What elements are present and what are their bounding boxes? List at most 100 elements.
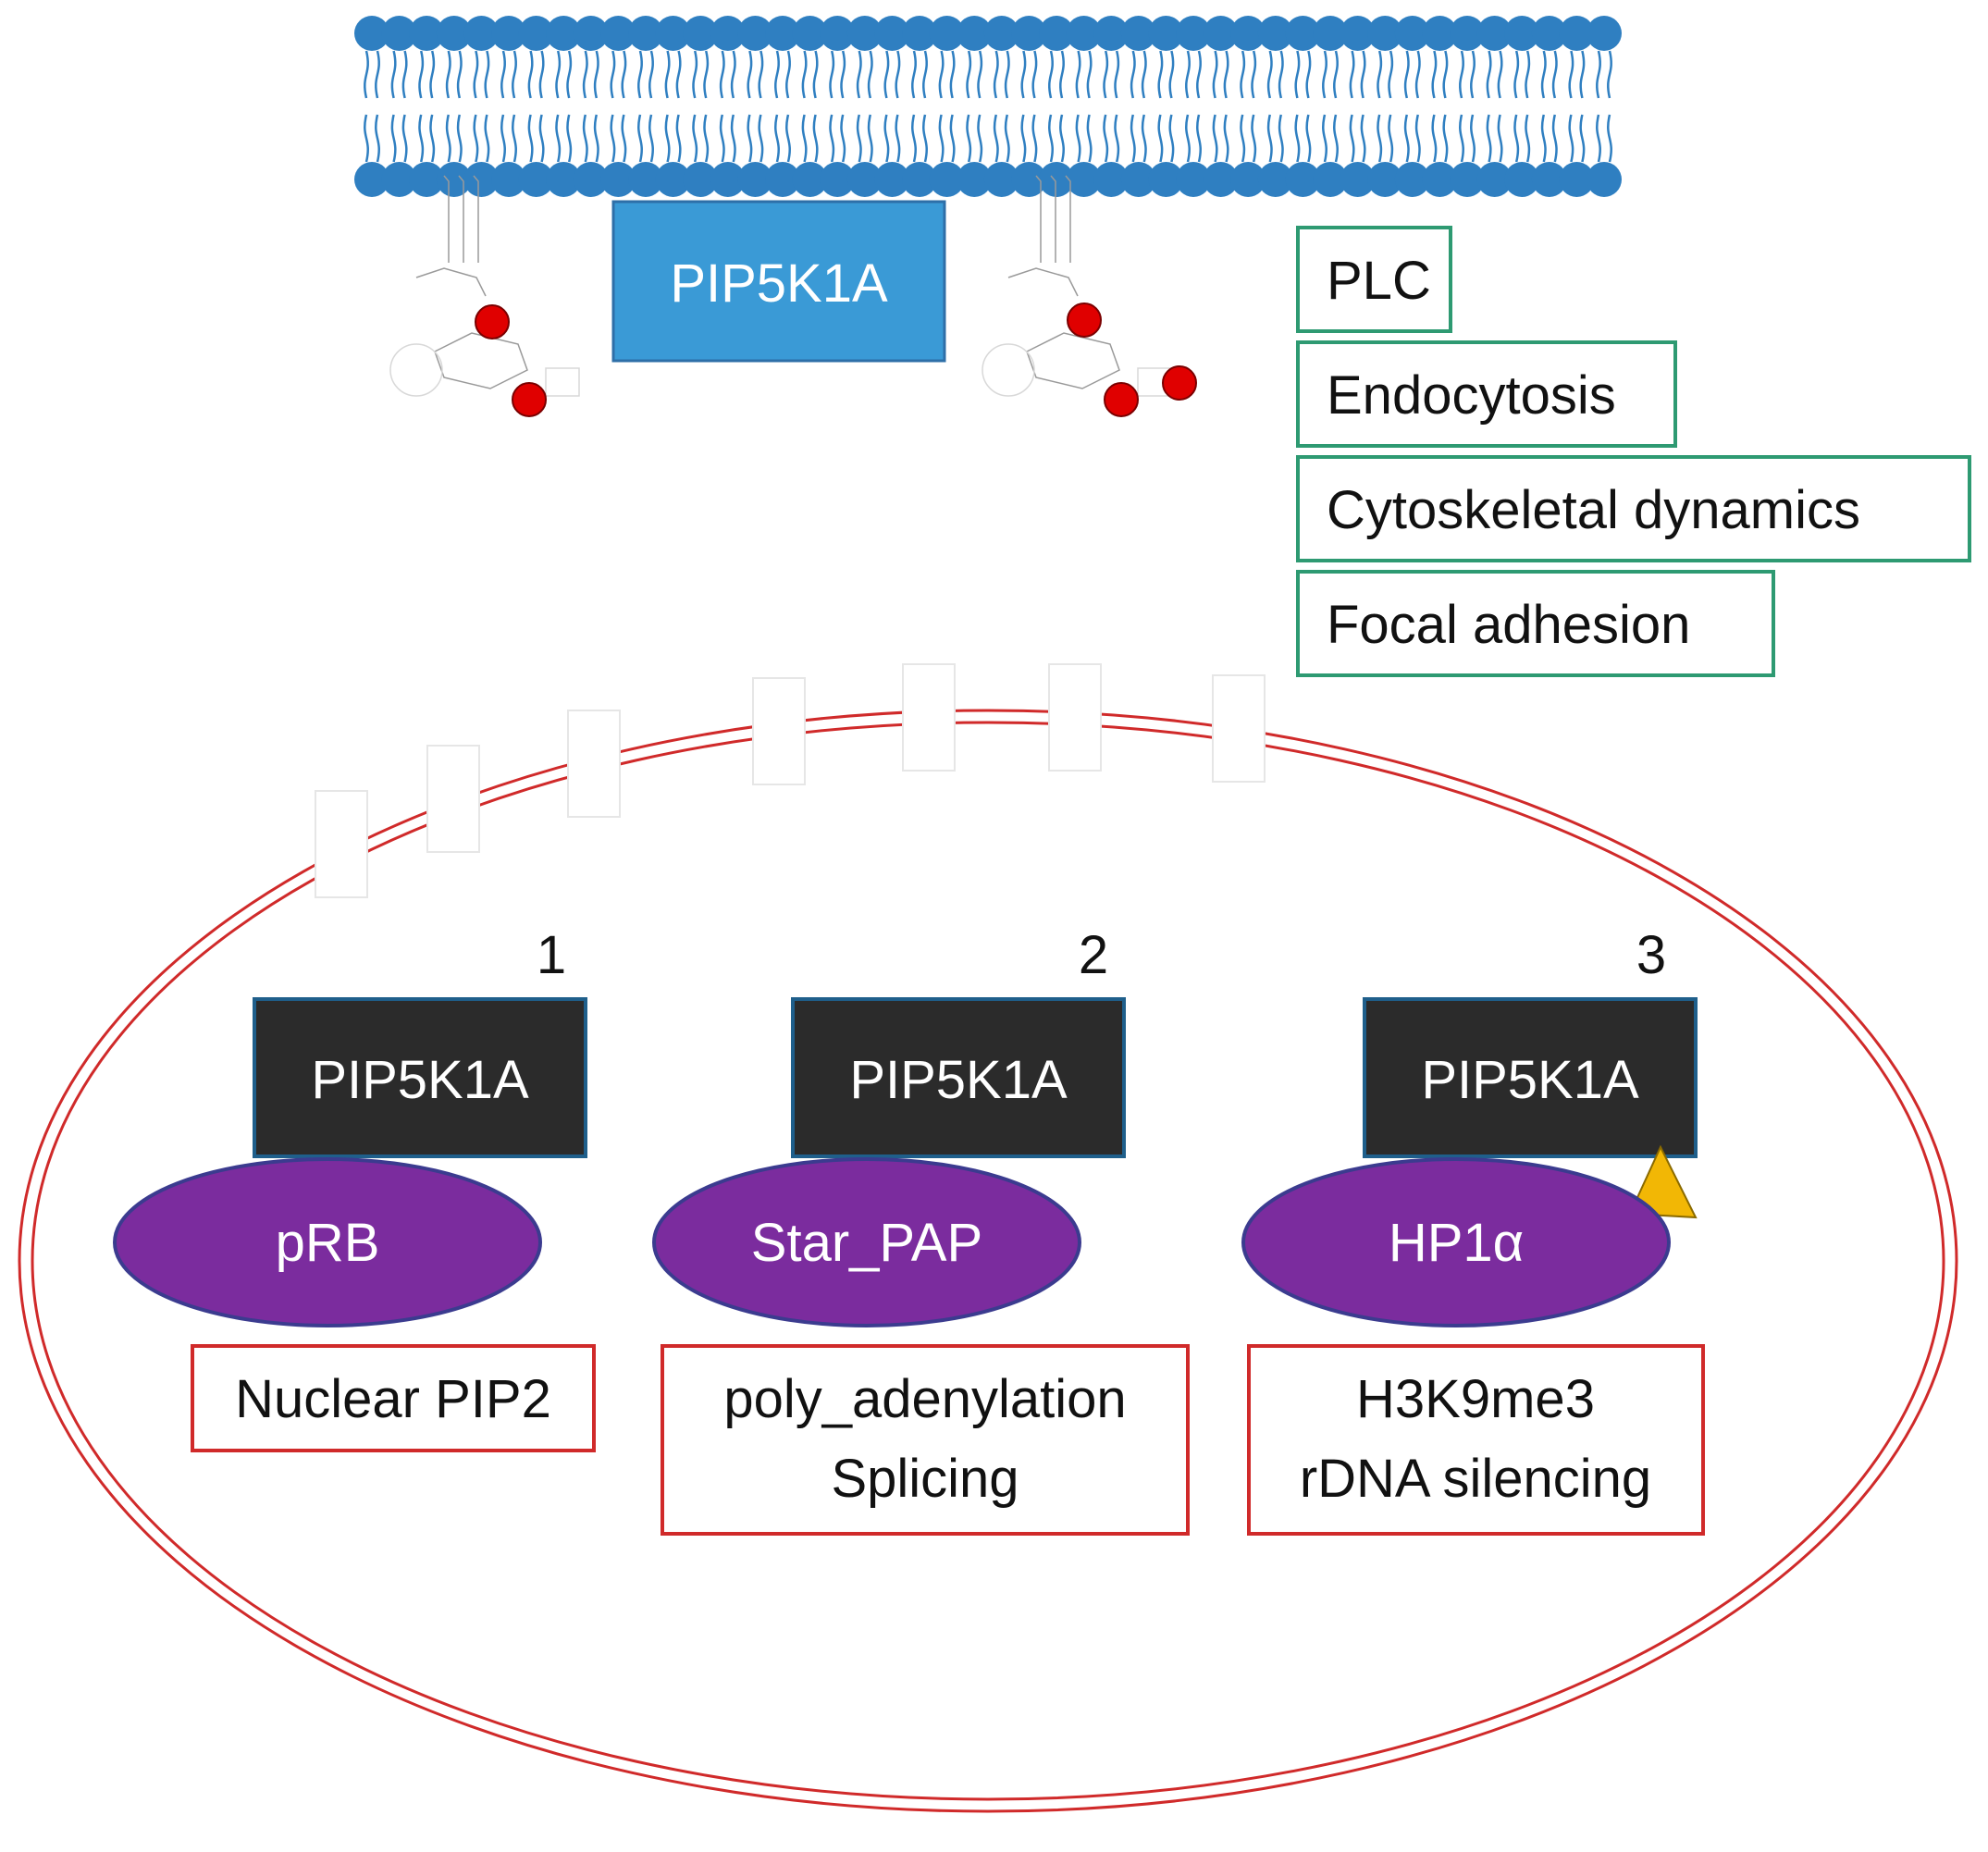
lipid-tail xyxy=(610,114,616,163)
lipid-tail xyxy=(610,50,616,99)
lipid-head xyxy=(628,16,663,51)
lipid-tail xyxy=(1157,50,1164,99)
function-label: Focal adhesion xyxy=(1327,595,1690,655)
membrane-pip5k1a-box xyxy=(611,200,946,363)
lipid-tail xyxy=(1442,114,1449,163)
lipid-tail xyxy=(1240,50,1246,99)
nuclear-pip5k1a-label: PIP5K1A xyxy=(1421,1050,1639,1110)
lipid-tail xyxy=(922,114,928,163)
lipid-tail xyxy=(1360,50,1366,99)
lipid-tail xyxy=(719,114,725,163)
lipid-head xyxy=(710,16,746,51)
lipid-tail xyxy=(582,114,588,163)
lipid-head xyxy=(463,162,500,197)
partner-star-pap-ellipse xyxy=(652,1157,1081,1327)
lipid-head xyxy=(655,162,691,197)
lipid-head xyxy=(1230,162,1266,197)
lipid-tail xyxy=(785,114,791,163)
lipid-head xyxy=(1176,16,1211,51)
complex-number: 2 xyxy=(1079,925,1108,985)
function-label-line-1: poly_adenylation xyxy=(723,1369,1126,1429)
lipid-head xyxy=(874,162,910,197)
lipid-tail xyxy=(840,114,846,163)
lipid-tail xyxy=(938,50,945,99)
lipid-tail xyxy=(801,114,808,163)
lipid-head xyxy=(1120,16,1156,51)
lipid-head xyxy=(1011,16,1047,51)
pip2-molecule xyxy=(982,175,1197,417)
lipid-head xyxy=(491,16,526,51)
lipid-tail xyxy=(1431,50,1438,99)
lipid-head xyxy=(1093,16,1130,51)
lipid-tail xyxy=(1251,114,1257,163)
lipid-tail xyxy=(993,114,999,163)
lipid-tail xyxy=(418,114,425,163)
lipid-tail xyxy=(1579,50,1586,99)
lipid-head xyxy=(1176,162,1211,197)
lipid-tail xyxy=(1223,50,1229,99)
lipid-tail xyxy=(1048,114,1054,163)
lipid-tail xyxy=(375,114,380,163)
lipid-tail xyxy=(675,50,682,99)
lipid-tail xyxy=(1266,114,1273,163)
lipid-head xyxy=(546,162,582,197)
function-box-polyadenylation-splicing xyxy=(661,1344,1190,1536)
lipid-tail xyxy=(977,114,983,163)
nuclear-pip5k1a-box xyxy=(253,997,587,1158)
lipid-head xyxy=(409,162,445,197)
nuclear-complex-3: 3 PIP5K1A HP1α H3K9me3 rDNA silencing xyxy=(1241,925,1705,1536)
lipid-tail xyxy=(1004,114,1010,163)
lipid-head xyxy=(1039,16,1074,51)
lipid-tail xyxy=(1470,50,1476,99)
lipid-tail xyxy=(1459,50,1464,99)
lipid-head xyxy=(463,16,500,51)
lipid-head xyxy=(846,162,883,197)
lipid-tail xyxy=(1103,114,1109,163)
lipid-tail xyxy=(911,114,917,163)
lipid-tail xyxy=(977,50,983,99)
lipid-head xyxy=(792,162,828,197)
lipid-tail xyxy=(1513,50,1520,99)
lipid-head xyxy=(1450,16,1485,51)
lipid-tail xyxy=(1278,114,1284,163)
lipid-head xyxy=(1285,162,1321,197)
lipid-tail xyxy=(1294,50,1301,99)
lipid-tail xyxy=(856,114,862,163)
lipid-head xyxy=(1313,16,1348,51)
lipid-tail xyxy=(1322,114,1327,163)
lipid-tail xyxy=(1333,50,1339,99)
lipid-tail xyxy=(1185,114,1191,163)
lipid-tail xyxy=(774,114,780,163)
lipid-head xyxy=(820,162,856,197)
nuclear-pip5k1a-label: PIP5K1A xyxy=(849,1050,1068,1110)
partner-hp1a-ellipse xyxy=(1241,1157,1671,1327)
lipid-tail xyxy=(527,114,534,163)
lipid-tail xyxy=(1486,114,1492,163)
lipid-tail xyxy=(1020,114,1027,163)
lipid-tail xyxy=(993,50,999,99)
lipid-tail xyxy=(593,114,599,163)
lipid-tail xyxy=(812,114,819,163)
lipid-tail xyxy=(401,50,408,99)
lipid-tail xyxy=(774,50,780,99)
lipid-head xyxy=(436,16,472,51)
lipid-tail xyxy=(375,50,380,99)
lipid-tail xyxy=(1185,50,1191,99)
lipid-tail xyxy=(812,50,819,99)
nuclear-complex-1: 1 PIP5K1A pRB Nuclear PIP2 xyxy=(113,925,596,1452)
nuclear-pore xyxy=(426,745,480,853)
lipid-tail xyxy=(1333,114,1339,163)
nuclear-pore xyxy=(315,790,368,898)
lipid-tail xyxy=(429,50,436,99)
lipid-tail xyxy=(1103,50,1109,99)
lipid-head xyxy=(874,16,910,51)
lipid-tail xyxy=(1388,50,1394,99)
lipid-tail xyxy=(1360,114,1366,163)
lipid-tail xyxy=(829,50,835,99)
nuclear-pore xyxy=(1048,663,1102,772)
lipid-tail xyxy=(621,50,627,99)
complex-number: 3 xyxy=(1636,925,1666,985)
lipid-tail xyxy=(1266,50,1273,99)
lipid-tail xyxy=(1086,114,1093,163)
lipid-tail xyxy=(1579,114,1586,163)
